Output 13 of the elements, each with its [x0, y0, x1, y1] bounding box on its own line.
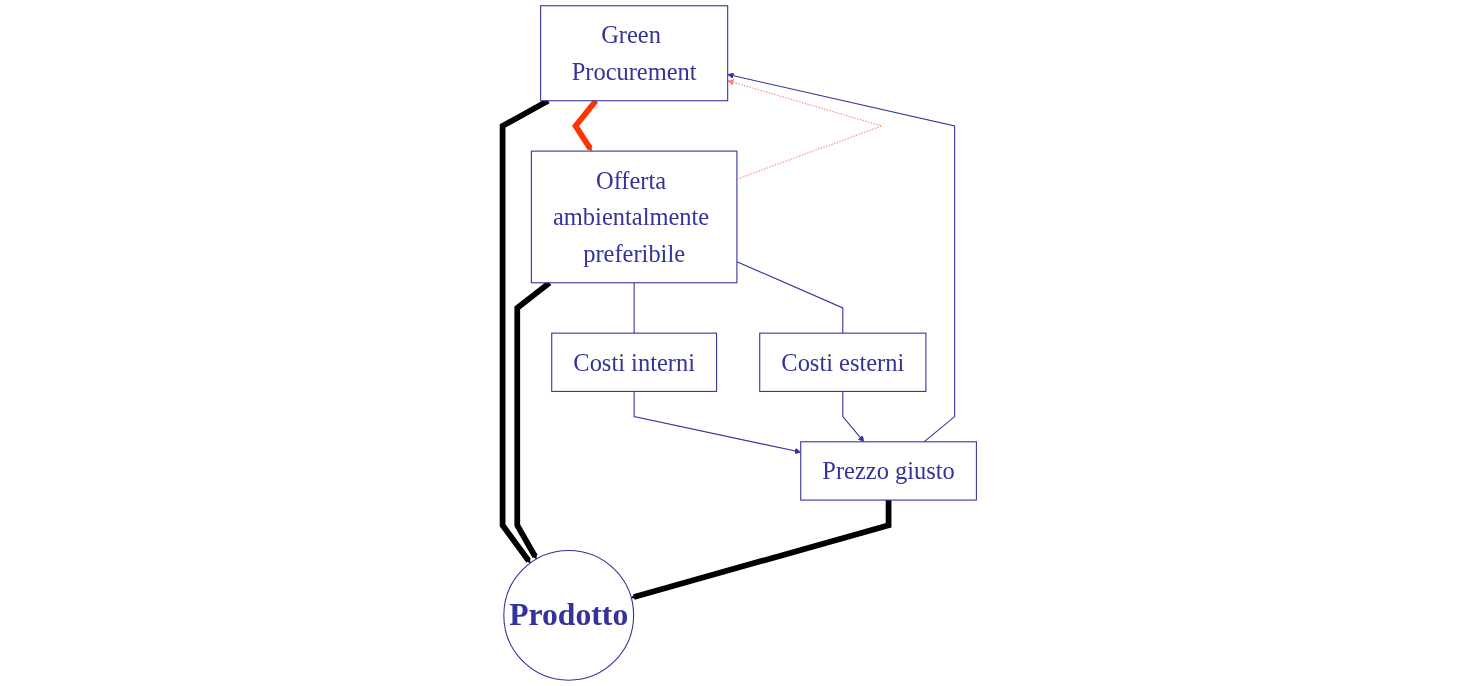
node-box: Offerta ambientalmente preferibile: [530, 150, 738, 284]
node-box: Green Procurement: [540, 5, 729, 102]
arrow: [727, 72, 956, 443]
arrow: [727, 79, 884, 180]
node-box: Costi esterni: [759, 332, 927, 392]
node-box: Costi interni: [551, 332, 718, 392]
connector: [736, 261, 844, 334]
node-circle: Prodotto: [503, 549, 635, 681]
node-box: Prezzo giusto: [800, 441, 977, 501]
arrow: [842, 390, 865, 443]
arrow: [633, 390, 801, 455]
arrow: [630, 500, 892, 600]
connector: [633, 282, 635, 334]
